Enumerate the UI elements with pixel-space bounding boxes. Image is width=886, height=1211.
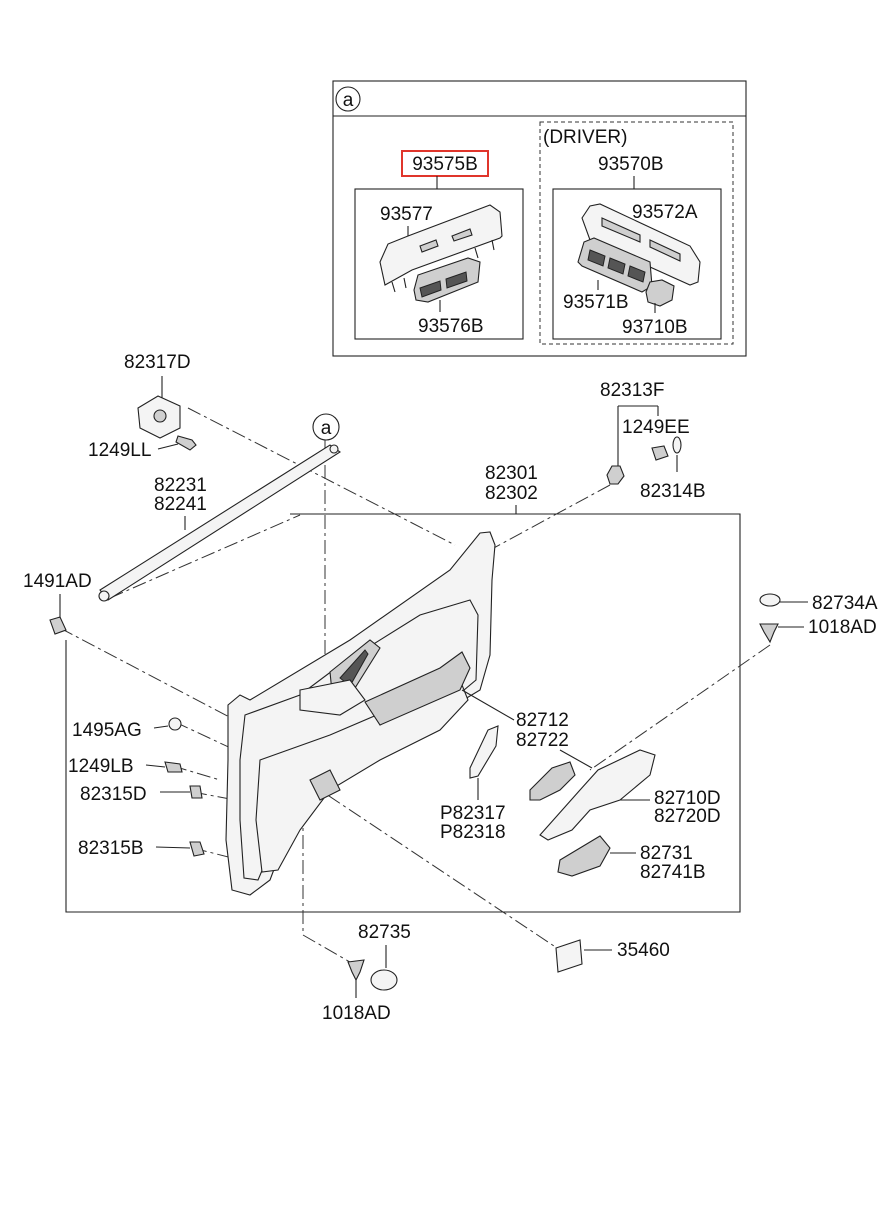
screw-1249LL bbox=[175, 435, 197, 451]
screw-1249EE bbox=[651, 445, 669, 461]
part-labels: 82317D 1249LL 82231 82241 1491AD 82313F … bbox=[23, 352, 878, 1024]
clip-82315D bbox=[189, 785, 203, 799]
label-82712[interactable]: 82712 bbox=[516, 710, 569, 731]
label-82302[interactable]: 82302 bbox=[485, 483, 538, 504]
label-1018AD-bottom[interactable]: 1018AD bbox=[322, 1003, 391, 1024]
washer-82314B bbox=[672, 436, 682, 454]
clip-1491AD bbox=[49, 616, 67, 635]
label-P82317[interactable]: P82317 bbox=[440, 803, 506, 824]
inset-callout-letter: a bbox=[343, 90, 354, 111]
label-82313F[interactable]: 82313F bbox=[600, 380, 664, 401]
label-82314B[interactable]: 82314B bbox=[640, 481, 706, 502]
main-callout-letter: a bbox=[321, 418, 332, 439]
label-93576B[interactable]: 93576B bbox=[418, 316, 484, 337]
label-93570B[interactable]: 93570B bbox=[598, 154, 664, 175]
label-93575B[interactable]: 93575B bbox=[412, 154, 478, 175]
clip-82315B bbox=[189, 841, 205, 857]
weatherstrip-82231 bbox=[99, 444, 341, 601]
label-82315D[interactable]: 82315D bbox=[80, 784, 147, 805]
label-35460[interactable]: 35460 bbox=[617, 940, 670, 961]
label-82317D[interactable]: 82317D bbox=[124, 352, 191, 373]
main-assembly: a bbox=[49, 395, 781, 991]
armrest-switch-area bbox=[364, 651, 471, 726]
bracket-82731 bbox=[557, 835, 611, 877]
highlight-box-93575B bbox=[401, 150, 489, 177]
label-82731[interactable]: 82731 bbox=[640, 843, 693, 864]
label-82315B[interactable]: 82315B bbox=[78, 838, 144, 859]
cover-P82317 bbox=[469, 725, 499, 779]
label-82735[interactable]: 82735 bbox=[358, 922, 411, 943]
label-1018AD-right[interactable]: 1018AD bbox=[808, 617, 877, 638]
main-callout-circle bbox=[312, 413, 340, 441]
grommet-82313F bbox=[606, 465, 625, 485]
inset-panel: a 93575B 93577 93576B (DRIVER) 93570B 93… bbox=[332, 80, 747, 357]
switch-93710B bbox=[645, 279, 675, 307]
cap-82734A bbox=[759, 593, 781, 607]
label-93710B[interactable]: 93710B bbox=[622, 317, 688, 338]
label-1495AG[interactable]: 1495AG bbox=[72, 720, 142, 741]
label-82741B[interactable]: 82741B bbox=[640, 862, 706, 883]
assembly-frame bbox=[65, 513, 741, 913]
label-plate-35460 bbox=[555, 939, 583, 973]
switch-bezel-93577 bbox=[379, 204, 503, 286]
label-82231[interactable]: 82231 bbox=[154, 475, 207, 496]
screw-1249LB bbox=[164, 761, 183, 773]
label-82710D[interactable]: 82710D bbox=[654, 788, 721, 809]
grommet-1495AG bbox=[168, 717, 182, 731]
label-82301[interactable]: 82301 bbox=[485, 463, 538, 484]
label-82734A[interactable]: 82734A bbox=[812, 593, 878, 614]
driver-group-frame bbox=[539, 121, 734, 345]
label-82241[interactable]: 82241 bbox=[154, 494, 207, 515]
label-93571B[interactable]: 93571B bbox=[563, 292, 629, 313]
cap-82735 bbox=[370, 969, 398, 991]
label-1491AD[interactable]: 1491AD bbox=[23, 571, 92, 592]
label-93577[interactable]: 93577 bbox=[380, 204, 433, 225]
label-93572A[interactable]: 93572A bbox=[632, 202, 698, 223]
trim-82712 bbox=[529, 761, 576, 801]
armrest-82710D bbox=[539, 749, 656, 841]
driver-label: (DRIVER) bbox=[543, 127, 627, 148]
label-1249LL[interactable]: 1249LL bbox=[88, 440, 151, 461]
screw-1018AD-right bbox=[759, 623, 779, 644]
label-82722[interactable]: 82722 bbox=[516, 730, 569, 751]
label-1249LB[interactable]: 1249LB bbox=[68, 756, 134, 777]
label-P82318[interactable]: P82318 bbox=[440, 822, 506, 843]
inset-callout-circle bbox=[335, 86, 361, 112]
label-82720D[interactable]: 82720D bbox=[654, 806, 721, 827]
label-1249EE[interactable]: 1249EE bbox=[622, 417, 690, 438]
screw-1018AD-bottom bbox=[347, 959, 365, 982]
